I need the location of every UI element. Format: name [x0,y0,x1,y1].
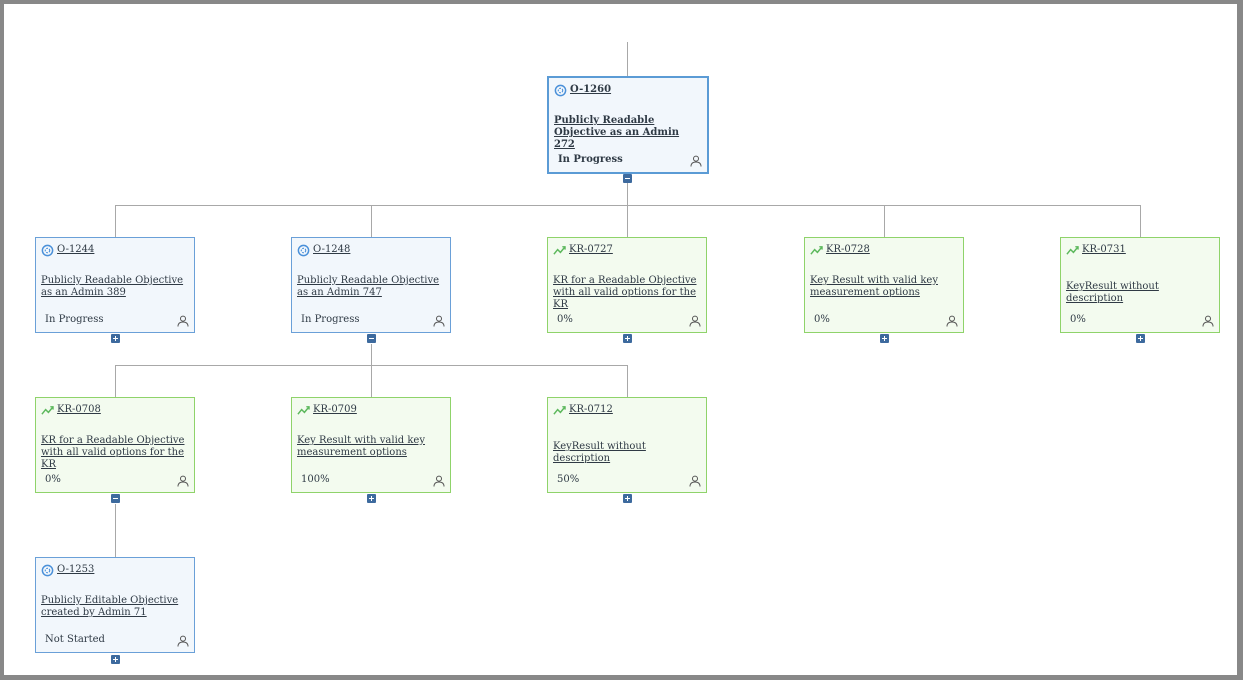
expand-toggle-kr0731[interactable] [1136,334,1145,343]
objective-icon [41,564,54,576]
card-header: O-1244 [41,243,94,257]
okr-card-kr0728[interactable]: KR-0728 Key Result with valid key measur… [804,237,964,333]
okr-tree-canvas[interactable]: O-1260 Publicly Readable Objective as an… [4,4,1237,675]
okr-card-kr0727[interactable]: KR-0727 KR for a Readable Objective with… [547,237,707,333]
owner-user-icon[interactable] [689,315,701,327]
card-status: 100% [301,474,330,485]
objective-icon [297,244,310,256]
connector-root-down [627,183,628,205]
collapse-toggle-kr0708[interactable] [111,494,120,503]
expand-toggle-kr0727[interactable] [623,334,632,343]
owner-user-icon[interactable] [177,475,189,487]
card-header: O-1260 [554,83,611,97]
connector-l2-2 [627,365,628,397]
card-title-link[interactable]: Publicly Editable Objective created by A… [41,595,179,618]
connector-l1-1 [371,205,372,237]
card-title-link[interactable]: KeyResult without description [1066,281,1159,304]
key-result-icon [553,405,566,415]
collapse-toggle-root[interactable] [623,174,632,183]
owner-user-icon[interactable] [689,475,701,487]
objective-icon [554,84,567,96]
okr-card-o1244[interactable]: O-1244 Publicly Readable Objective as an… [35,237,195,333]
card-status: Not Started [45,634,105,645]
card-title-link[interactable]: Publicly Readable Objective as an Admin … [297,275,440,298]
owner-user-icon[interactable] [690,155,702,167]
card-title-link[interactable]: Key Result with valid key measurement op… [810,275,938,298]
expand-toggle-o1253[interactable] [111,655,120,664]
card-header: KR-0712 [553,403,613,417]
key-result-icon [553,245,566,255]
okr-card-kr0731[interactable]: KR-0731 KeyResult without description 0% [1060,237,1220,333]
card-code-link[interactable]: KR-0727 [569,244,613,255]
expand-toggle-kr0712[interactable] [623,494,632,503]
card-code-link[interactable]: O-1244 [57,244,95,255]
connector-l2-0 [115,365,116,397]
owner-user-icon[interactable] [1202,315,1214,327]
card-status: 0% [814,314,830,325]
okr-card-kr0709[interactable]: KR-0709 Key Result with valid key measur… [291,397,451,493]
collapse-toggle-o1248[interactable] [367,334,376,343]
okr-card-o1248[interactable]: O-1248 Publicly Readable Objective as an… [291,237,451,333]
card-status: In Progress [558,154,623,165]
connector-level1-bus [115,205,1141,206]
card-title-link[interactable]: Publicly Readable Objective as an Admin … [41,275,184,298]
card-status: 0% [1070,314,1086,325]
card-title-link[interactable]: KeyResult without description [553,441,646,464]
connector-l1-3 [884,205,885,237]
card-title-link[interactable]: KR for a Readable Objective with all val… [553,275,697,310]
connector-l1-0 [115,205,116,237]
okr-card-kr0708[interactable]: KR-0708 KR for a Readable Objective with… [35,397,195,493]
card-status: 50% [557,474,580,485]
card-status: 0% [45,474,61,485]
key-result-icon [297,405,310,415]
card-header: KR-0727 [553,243,613,257]
owner-user-icon[interactable] [946,315,958,327]
owner-user-icon[interactable] [177,635,189,647]
card-code-link[interactable]: O-1260 [570,84,612,95]
card-header: O-1248 [297,243,350,257]
card-title-link[interactable]: Key Result with valid key measurement op… [297,435,425,458]
expand-toggle-o1244[interactable] [111,334,120,343]
card-status: In Progress [301,314,360,325]
card-code-link[interactable]: O-1248 [313,244,351,255]
connector-l1-2 [627,205,628,237]
okr-card-root[interactable]: O-1260 Publicly Readable Objective as an… [547,76,709,174]
card-status: In Progress [45,314,104,325]
card-header: KR-0708 [41,403,101,417]
expand-toggle-kr0709[interactable] [367,494,376,503]
connector-l1-4 [1140,205,1141,237]
card-code-link[interactable]: KR-0728 [826,244,870,255]
connector-o1248-down [371,344,372,365]
connector-root-top [627,42,628,77]
okr-card-kr0712[interactable]: KR-0712 KeyResult without description 50… [547,397,707,493]
connector-kr0708-down [115,504,116,557]
okr-card-o1253[interactable]: O-1253 Publicly Editable Objective creat… [35,557,195,653]
card-header: KR-0709 [297,403,357,417]
card-status: 0% [557,314,573,325]
key-result-icon [41,405,54,415]
card-title-link[interactable]: KR for a Readable Objective with all val… [41,435,185,470]
card-code-link[interactable]: KR-0708 [57,404,101,415]
card-header: KR-0731 [1066,243,1126,257]
card-code-link[interactable]: KR-0731 [1082,244,1126,255]
card-header: O-1253 [41,563,94,577]
objective-icon [41,244,54,256]
key-result-icon [810,245,823,255]
owner-user-icon[interactable] [433,475,445,487]
owner-user-icon[interactable] [177,315,189,327]
card-code-link[interactable]: O-1253 [57,564,95,575]
card-title-link[interactable]: Publicly Readable Objective as an Admin … [554,115,680,150]
key-result-icon [1066,245,1079,255]
card-header: KR-0728 [810,243,870,257]
expand-toggle-kr0728[interactable] [880,334,889,343]
connector-l2-1 [371,365,372,397]
card-code-link[interactable]: KR-0709 [313,404,357,415]
card-code-link[interactable]: KR-0712 [569,404,613,415]
owner-user-icon[interactable] [433,315,445,327]
